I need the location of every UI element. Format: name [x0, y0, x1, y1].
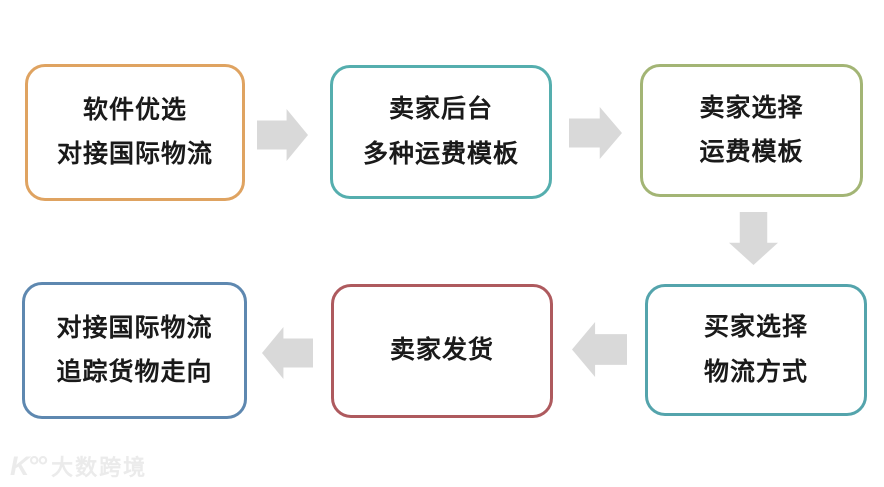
arrow-down-icon — [729, 212, 778, 265]
flow-step-track-cargo: 对接国际物流 追踪货物走向 — [22, 282, 247, 419]
arrow-right-icon — [569, 107, 622, 159]
flow-step-software-select: 软件优选 对接国际物流 — [25, 64, 245, 201]
flow-step-seller-ship: 卖家发货 — [331, 284, 553, 418]
flow-step-buyer-choose-logistics: 买家选择 物流方式 — [645, 284, 867, 416]
flow-step-seller-backend: 卖家后台 多种运费模板 — [330, 65, 552, 199]
watermark: K°° 大数跨境 — [10, 450, 147, 482]
flow-step-5-line-1: 卖家发货 — [389, 336, 494, 365]
watermark-text: 大数跨境 — [51, 455, 148, 480]
flow-step-2-line-1: 卖家后台 — [388, 95, 493, 123]
flow-step-1-line-1: 软件优选 — [82, 95, 187, 124]
flow-step-3-line-2: 运费模板 — [699, 138, 804, 166]
arrow-right-icon — [257, 109, 308, 161]
flow-step-seller-choose-template: 卖家选择 运费模板 — [640, 64, 863, 197]
arrow-left-icon — [262, 327, 313, 379]
flow-step-4-line-1: 买家选择 — [703, 313, 808, 341]
arrow-left-icon — [572, 322, 627, 377]
flow-step-4-line-2: 物流方式 — [703, 357, 808, 386]
flow-step-1-line-2: 对接国际物流 — [56, 140, 213, 168]
flow-step-6-line-2: 追踪货物走向 — [56, 358, 213, 386]
watermark-logo-icon: K°° — [10, 451, 47, 481]
flow-step-6-line-1: 对接国际物流 — [56, 313, 213, 342]
flow-step-3-line-1: 卖家选择 — [699, 93, 804, 122]
flow-step-2-line-2: 多种运费模板 — [362, 139, 519, 168]
